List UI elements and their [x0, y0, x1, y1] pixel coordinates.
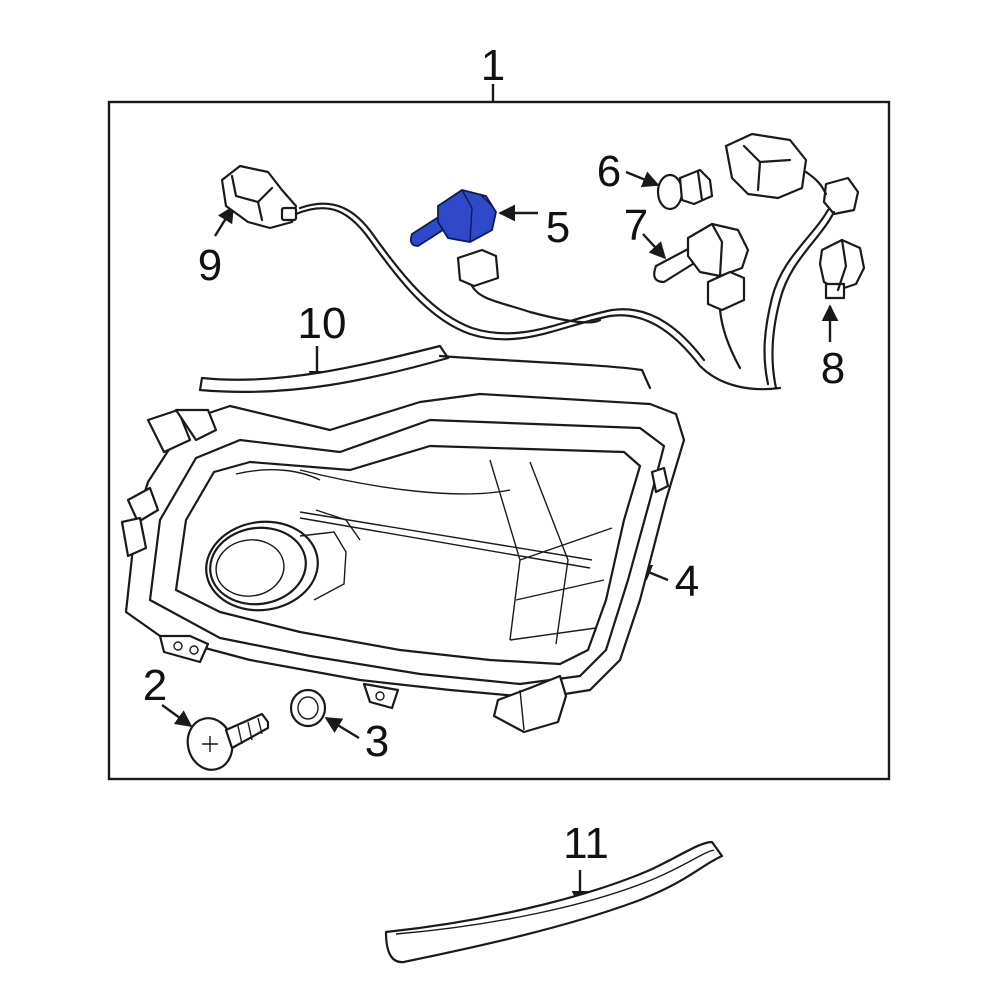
callout-3-arrow	[324, 716, 360, 740]
upper-right-socket	[724, 132, 860, 390]
callout-6-arrow	[625, 170, 660, 188]
harness-wire-secondary	[298, 202, 706, 362]
callout-2: 2	[143, 661, 167, 710]
part-6-small-bulb	[656, 168, 714, 211]
part-5-bulb-highlighted	[409, 189, 497, 247]
part-2-bolt	[186, 712, 270, 771]
callout-9: 9	[198, 241, 222, 290]
part-9-connector	[220, 164, 298, 230]
bulb-5-socket-connector	[456, 248, 602, 324]
part-8-socket	[818, 238, 866, 300]
part-4-headlamp-housing	[120, 392, 686, 734]
callout-6: 6	[597, 147, 621, 196]
callout-7-arrow	[642, 233, 667, 260]
callout-8: 8	[821, 344, 845, 393]
callout-7: 7	[624, 201, 648, 250]
callout-5: 5	[546, 203, 570, 252]
part-10-seal-strip	[198, 344, 450, 394]
callout-4: 4	[675, 557, 699, 606]
callout-11: 11	[563, 819, 609, 868]
callout-9-arrow	[213, 205, 235, 237]
bulb-7-connector	[706, 270, 746, 370]
part-11-trim-strip	[384, 840, 724, 964]
part-10-seal-strip-tail	[438, 354, 652, 390]
callout-1: 1	[481, 41, 505, 90]
harness-wire-main	[294, 207, 782, 391]
callout-2-arrow	[161, 704, 193, 727]
part-3-grommet	[289, 688, 327, 728]
part-7-bulb	[653, 222, 750, 284]
callout-3: 3	[365, 717, 389, 766]
part-11-trim-strip-inner	[395, 849, 715, 935]
assembly-frame	[107, 100, 891, 781]
callout-10: 10	[298, 299, 347, 348]
